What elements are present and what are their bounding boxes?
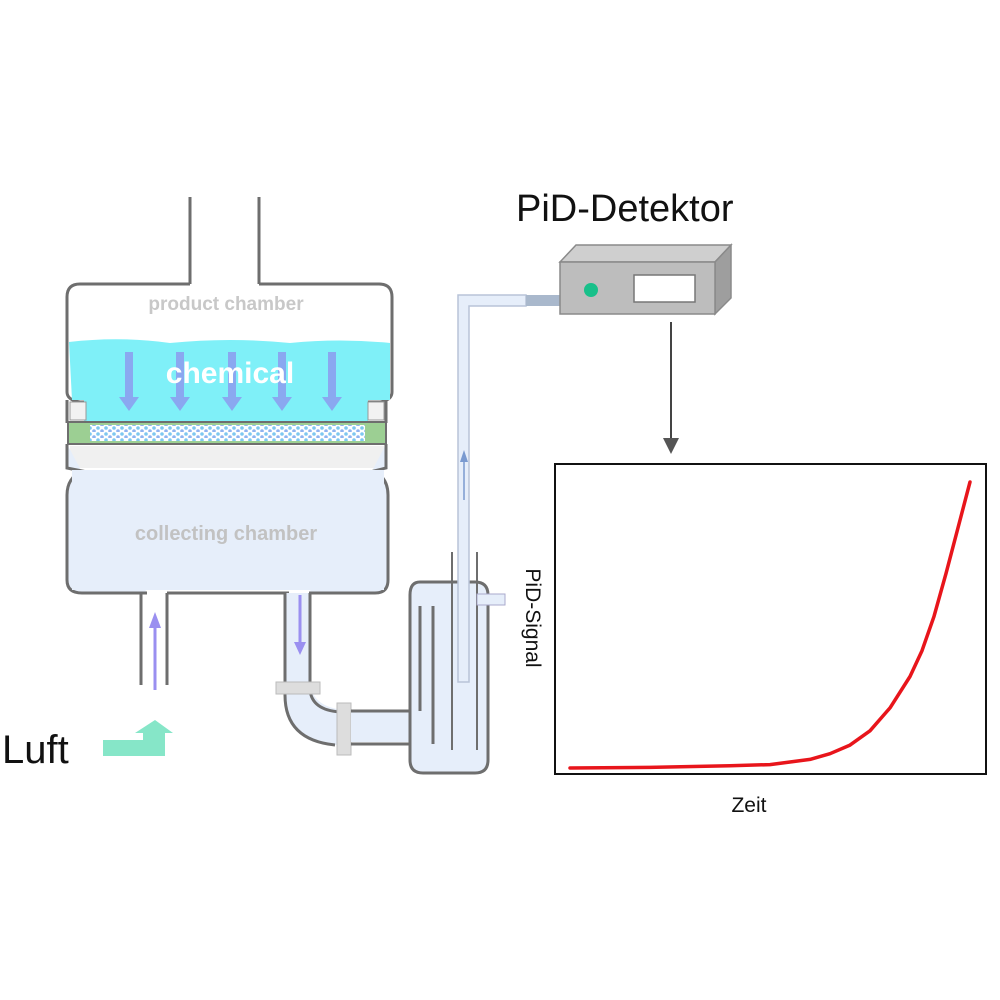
collecting-chamber: collecting chamber — [65, 444, 390, 595]
product-chamber: product chamber — [65, 282, 394, 423]
chemical-label: chemical — [166, 357, 294, 390]
signal-curve — [568, 480, 972, 770]
detector-display — [633, 274, 696, 303]
filter-membrane — [67, 421, 387, 445]
product-inlet-pipe — [188, 197, 261, 284]
outlet-pipe — [275, 593, 433, 756]
air-label: Luft — [2, 728, 69, 772]
indicator-led-icon — [584, 283, 598, 297]
product-chamber-label: product chamber — [148, 294, 304, 315]
y-axis-label: PiD-Signal — [521, 568, 544, 667]
signal-chart: Zeit PiD-Signal — [521, 463, 987, 817]
x-axis-label: Zeit — [731, 794, 766, 817]
collecting-chamber-label: collecting chamber — [135, 523, 317, 545]
detector-title: PiD-Detektor — [516, 188, 734, 230]
chart-frame — [554, 463, 987, 775]
sample-tube — [457, 294, 560, 683]
pid-detector-device — [558, 243, 733, 316]
air-flow-arrow-icon — [103, 720, 173, 756]
diffusion-arrows — [119, 352, 342, 411]
air-inlet-pipe — [139, 593, 169, 690]
